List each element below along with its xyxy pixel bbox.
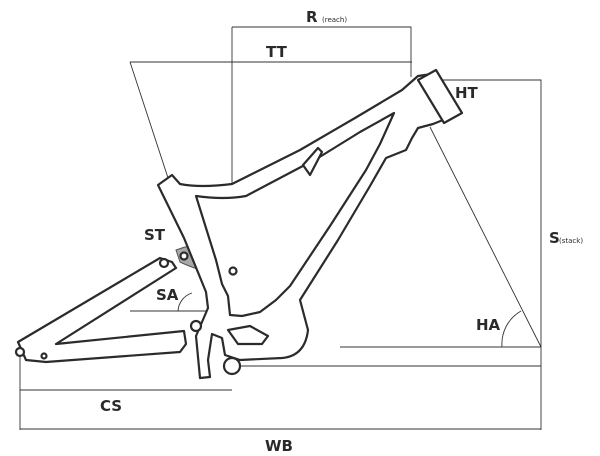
shock-mount-pivot [228,266,238,276]
reach-label: R [306,8,318,26]
bb-cutout [226,324,270,346]
top-tube-window [301,146,324,177]
rear-triangle [16,256,188,364]
wheelbase-label: WB [265,437,293,455]
seat-tube-label: ST [144,226,166,244]
stack-label: S [549,229,560,247]
rear-dropout-bolt [40,352,48,360]
front-triangle-cutout [194,111,396,318]
reach-bracket [232,26,412,77]
stack-bracket [440,79,542,348]
head-tube-line [429,126,542,348]
reach-sublabel: (reach) [322,16,347,24]
seatstay-pivot [158,257,170,269]
head-angle-label: HA [476,316,501,334]
head-tube-label: HT [455,84,479,102]
bottom-bracket [222,356,242,376]
main-pivot [189,319,203,333]
seat-angle-label: SA [156,286,179,304]
seat-angle-arc [177,292,193,312]
chainstay-label: CS [100,397,122,415]
head-tube [416,68,464,125]
rocker-pivot [179,251,189,261]
stack-sublabel: (stack) [559,237,583,245]
head-angle-arc [501,310,522,348]
top-tube-label: TT [266,43,288,61]
rear-axle-pivot [14,346,26,358]
